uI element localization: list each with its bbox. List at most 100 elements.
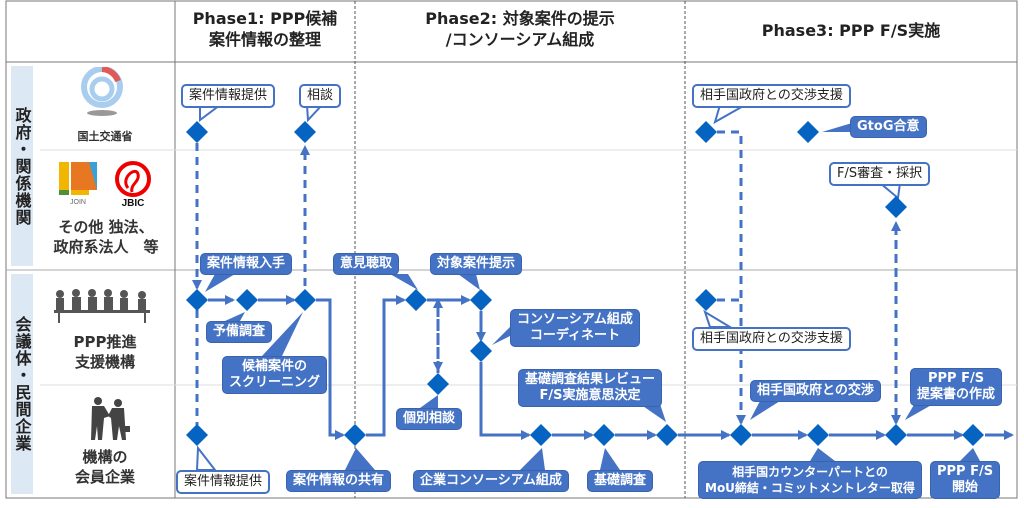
callout-negotiation: 相手国政府との交渉 (750, 380, 881, 402)
ppp-name: PPP推進 支援機構 (50, 332, 160, 372)
callout-tail (492, 325, 512, 345)
phase1-subtitle: 案件情報の整理 (208, 30, 321, 49)
callout-tail (262, 312, 303, 356)
group-label-private-text: 会議体・民間企業 (12, 316, 32, 452)
callout-hearing: 意見聴取 (333, 253, 400, 275)
callout-line: 開始 (952, 480, 979, 495)
callout-line: コーディネート (529, 328, 620, 343)
mlit-name: 国土交通省 (77, 130, 133, 143)
outer-frame (5, 0, 1018, 499)
group-label-government-text: 政府・関係機関 (12, 106, 32, 226)
milestone-diamond (962, 424, 984, 446)
callout-line: 提案書の作成 (917, 387, 996, 402)
callout-consult: 相談 (299, 84, 342, 108)
milestone-diamond (695, 289, 717, 311)
callout-tail (205, 274, 235, 292)
callout-tail (810, 448, 835, 461)
milestone-diamond (186, 424, 208, 446)
callout-tail (195, 445, 218, 471)
flow-arrow (366, 295, 406, 437)
callout-case-info-provide-member: 案件情報提供 (176, 470, 271, 494)
svg-text:JOIN: JOIN (70, 199, 86, 206)
callout-line: 相手国カウンターパートとの (732, 465, 888, 479)
callout-line: 候補案件の (242, 359, 308, 374)
phase2-header: Phase2: 対象案件の提示 /コンソーシアム組成 (356, 8, 684, 50)
ppp-name-line2: 支援機構 (74, 353, 135, 371)
milestone-diamond (470, 289, 492, 311)
milestone-diamond (656, 424, 678, 446)
phase1-header: Phase1: PPP候補 案件情報の整理 (176, 8, 354, 50)
flow-arrow (479, 362, 531, 440)
callout-tail (420, 395, 438, 408)
milestone-diamond (695, 121, 717, 143)
others-name: その他 独法、 政府系法人 等 (36, 217, 176, 257)
callout-case-info-provide-gov: 案件情報提供 (181, 84, 276, 108)
milestone-diamond (807, 424, 829, 446)
milestone-diamond (593, 424, 615, 446)
ppp-name-line1: PPP推進 (73, 333, 137, 351)
group-label-government: 政府・関係機関 (11, 66, 33, 266)
milestone-diamond (730, 424, 752, 446)
milestone-diamond (186, 121, 208, 143)
callout-case-info-share: 案件情報の共有 (286, 470, 392, 492)
callout-individual-consult: 個別相談 (396, 408, 463, 430)
callout-line: MoU締結・コミットメントレター取得 (705, 481, 915, 495)
callout-tail (225, 312, 245, 321)
phase2-title: Phase2: 対象案件の提示 (425, 9, 615, 28)
milestone-diamond (797, 121, 819, 143)
callout-line: PPP F/S (937, 464, 994, 479)
callout-candidate-screening: 候補案件の スクリーニング (222, 356, 328, 394)
callout-fs-review: F/S審査・採択 (829, 162, 931, 186)
jbic-logo-icon: JBIC (110, 160, 156, 209)
handshake-icon (86, 396, 132, 442)
meeting-people-icon (50, 288, 154, 324)
members-name-line1: 機構の (82, 448, 128, 466)
mlit-logo-icon (80, 66, 124, 117)
milestone-diamond (470, 340, 492, 362)
callout-consortium-coordinate: コンソーシアム組成 コーディネート (510, 309, 640, 347)
callout-enterprise-consortium: 企業コンソーシアム組成 (413, 470, 569, 492)
callout-preliminary-survey: 予備調査 (206, 321, 273, 343)
milestone-diamond (294, 289, 316, 311)
milestone-diamond (405, 289, 427, 311)
callout-tail (640, 404, 666, 422)
callout-tail (822, 123, 852, 132)
milestone-diamond (294, 121, 316, 143)
svg-text:JBIC: JBIC (122, 198, 145, 208)
callout-tail (703, 309, 734, 328)
others-name-line1: その他 独法、 (58, 218, 154, 236)
callout-mou: 相手国カウンターパートとの MoU締結・コミットメントレター取得 (698, 461, 922, 499)
callout-line: F/S実施意思決定 (539, 388, 641, 403)
milestone-diamond (530, 424, 552, 446)
callout-tail (345, 448, 375, 470)
milestone-diamond (427, 373, 449, 395)
callout-tail (600, 448, 620, 470)
members-name-line2: 会員企業 (74, 468, 135, 486)
callout-tail (960, 448, 980, 461)
callout-case-info-obtain: 案件情報入手 (200, 253, 293, 275)
callout-tail (905, 403, 935, 420)
callout-line: スクリーニング (229, 375, 321, 390)
callout-fs-proposal: PPP F/S 提案書の作成 (910, 368, 1003, 406)
callout-fs-start: PPP F/S 開始 (930, 461, 1001, 499)
callout-line: コンソーシアム組成 (517, 312, 633, 327)
milestone-diamond (186, 289, 208, 311)
callout-basic-survey-review: 基礎調査結果レビュー F/S実施意思決定 (518, 369, 663, 407)
callout-negotiation-support-ppp: 相手国政府との交渉支援 (692, 327, 851, 351)
callout-gtog-agreement: GtoG合意 (850, 116, 927, 138)
callout-tail (458, 274, 480, 290)
callout-target-case-present: 対象案件提示 (430, 253, 523, 275)
group-label-private: 会議体・民間企業 (11, 274, 33, 494)
callout-tail (390, 274, 418, 290)
callout-tail (750, 401, 780, 420)
phase1-title: Phase1: PPP候補 (192, 9, 338, 28)
milestone-diamond (344, 424, 366, 446)
phase2-subtitle: /コンソーシアム組成 (445, 30, 595, 49)
milestone-diamond (885, 196, 907, 218)
dashed-link (717, 130, 746, 425)
flow-arrow (316, 298, 345, 440)
callout-negotiation-support-gov: 相手国政府との交渉支援 (692, 84, 851, 108)
callout-line: PPP F/S (927, 371, 985, 386)
